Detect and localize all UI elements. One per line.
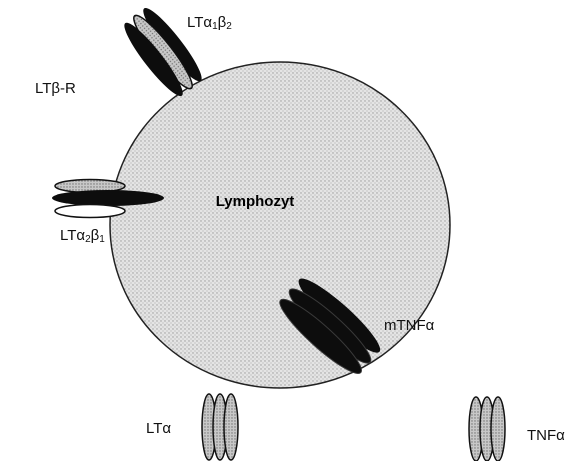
soluble-lt-alpha-trimer: LTα — [146, 394, 238, 460]
lt-alpha-label: LTα — [146, 420, 171, 437]
mtnf-alpha-label: mTNFα — [384, 317, 435, 334]
cell-label: Lymphozyt — [216, 193, 295, 210]
lt-a2b1-label: LTα2β1 — [60, 227, 105, 245]
lt-a1b2-label: LTα1β2 — [187, 14, 232, 32]
soluble-tnf-alpha-trimer: TNFα — [469, 397, 565, 461]
lymphocyte-cell: Lymphozyt — [110, 62, 450, 388]
lt-beta-r-label: LTβ-R — [35, 80, 76, 97]
lt-alpha-subunit-3 — [224, 394, 238, 460]
cell-body — [110, 62, 450, 388]
tnf-alpha-label: TNFα — [527, 427, 565, 444]
subunit-light-bottom — [55, 205, 125, 218]
tnf-alpha-subunit-3 — [491, 397, 505, 461]
subunit-dark-middle — [52, 190, 164, 206]
